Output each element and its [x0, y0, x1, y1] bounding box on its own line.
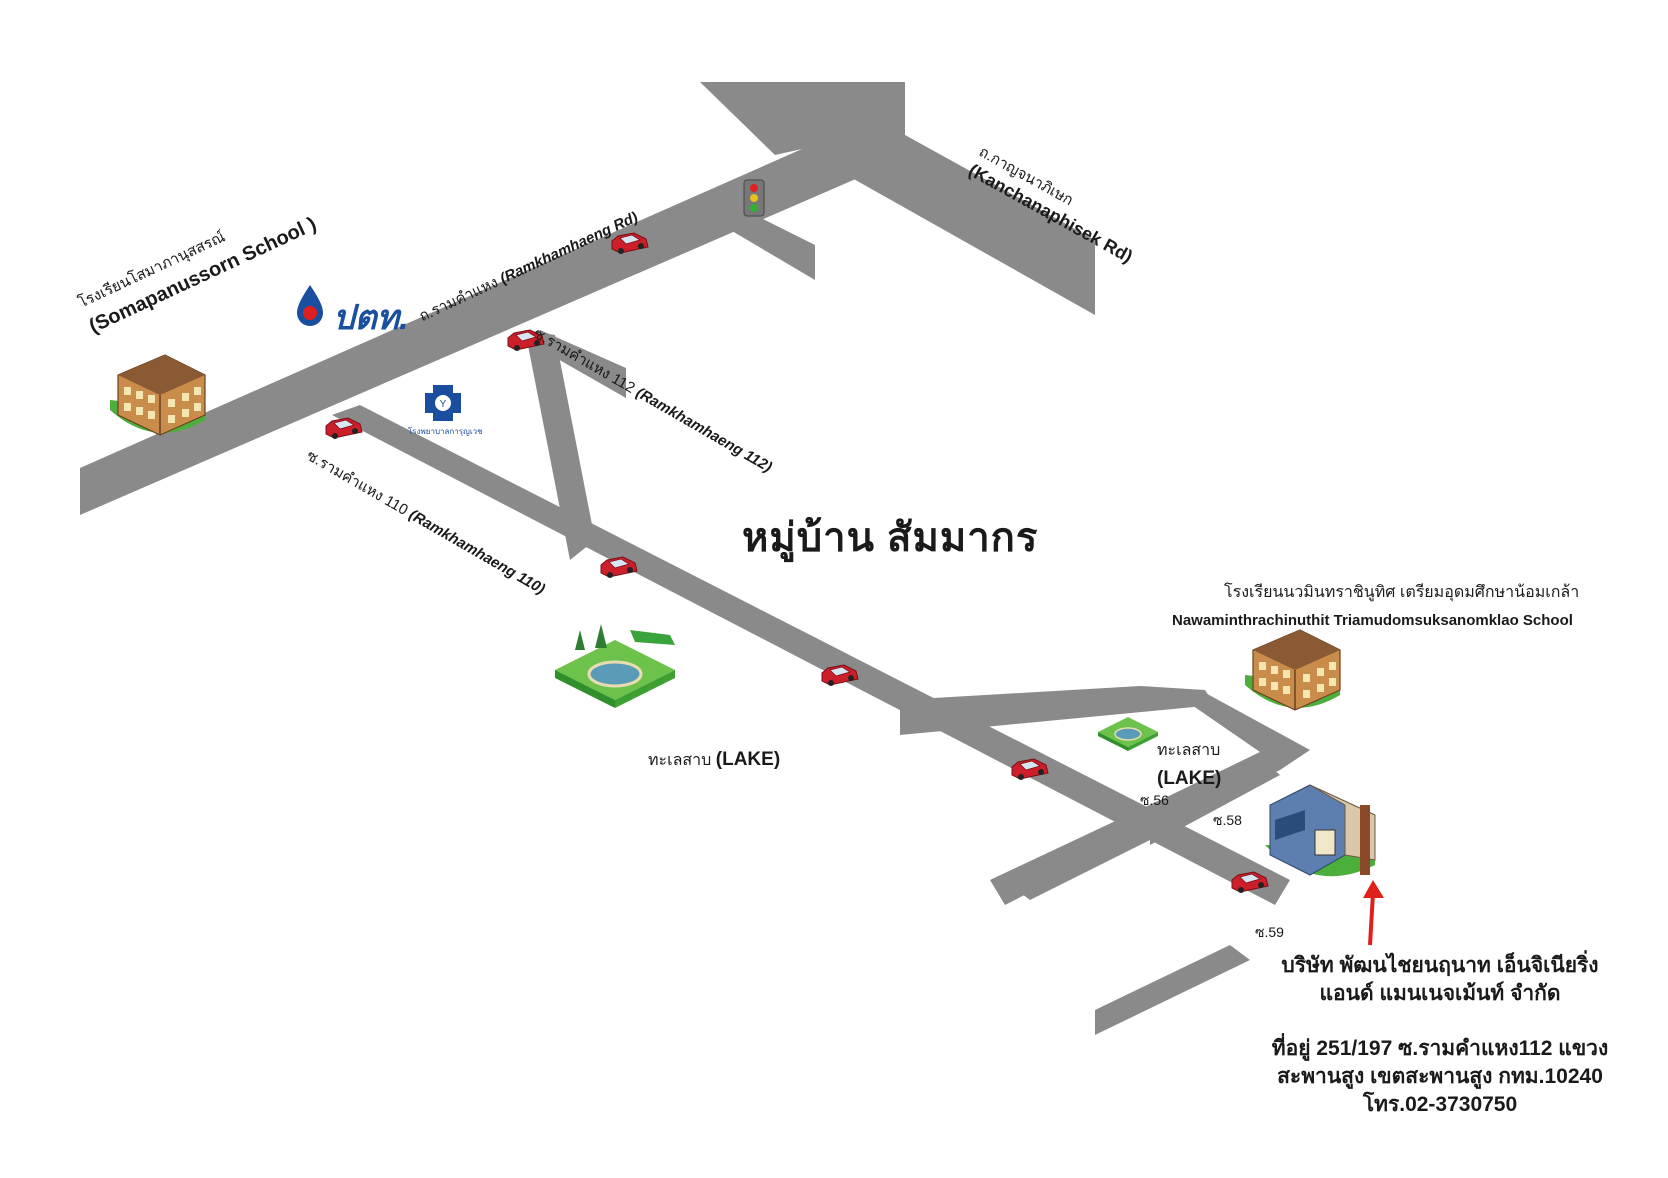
house-icon: [1265, 784, 1376, 877]
company-address: ที่อยู่ 251/197 ซ.รามคำแหง112 แขวง สะพาน…: [1225, 1035, 1655, 1119]
road-loop-north: [900, 686, 1215, 735]
address-line1: ที่อยู่ 251/197 ซ.รามคำแหง112 แขวง: [1271, 1037, 1609, 1060]
ptt-logo-text: ปตท.: [333, 299, 409, 337]
hospital-logo-icon: Y: [425, 385, 461, 421]
label-nawamin-en: Nawaminthrachinuthit Triamudomsuksanomkl…: [1172, 612, 1573, 629]
school-building-icon: [109, 354, 206, 436]
label-lake-1: ทะเลสาบ (LAKE): [648, 748, 780, 773]
label-soi-58: ซ.58: [1213, 812, 1242, 828]
address-line2: สะพานสูง เขตสะพานสูง กทม.10240: [1277, 1065, 1603, 1088]
label-soi-59: ซ.59: [1255, 924, 1284, 940]
road-network: [80, 82, 1310, 1035]
lake-name-en: (LAKE): [715, 749, 781, 770]
lake-name-th: ทะเลสาบ: [648, 752, 712, 769]
phone-number: โทร.02-3730750: [1362, 1093, 1518, 1116]
park-lake-icon: [553, 624, 677, 710]
park-lake-icon: [1097, 716, 1159, 752]
company-name-line2: แอนด์ แมนเนจเม้นท์ จำกัด: [1319, 982, 1561, 1005]
company-name-line1: บริษัท พัฒนไชยนฤนาท เอ็นจิเนียริ่ง: [1281, 954, 1599, 977]
company-name: บริษัท พัฒนไชยนฤนาท เอ็นจิเนียริ่ง แอนด์…: [1240, 952, 1640, 1008]
location-arrow-icon: [1363, 880, 1384, 946]
label-soi-56: ซ.56: [1140, 792, 1169, 808]
map-title: หมู่บ้าน สัมมากร: [742, 516, 1039, 560]
label-lake-2: ทะเลสาบ (LAKE): [1157, 737, 1221, 793]
road-cross-56: [990, 800, 1170, 905]
lake-name-th: ทะเลสาบ: [1157, 742, 1221, 759]
road-ramkhamhaeng: [80, 130, 865, 515]
road-soi-59: [1095, 945, 1250, 1035]
lake-name-en: (LAKE): [1157, 768, 1222, 789]
svg-text:Y: Y: [440, 399, 447, 410]
road-kanchanaphisek: [725, 82, 1095, 315]
road-soi-112: [525, 330, 595, 560]
road-soi-110: [332, 405, 1290, 905]
ptt-logo-icon: [297, 285, 323, 326]
road-spur-top: [710, 205, 815, 280]
road-kanchanaphisek-north: [700, 82, 820, 155]
label-nawamin-th: โรงเรียนนวมินทราชินูทิศ เตรียมอุดมศึกษาน…: [1224, 584, 1580, 601]
school-building-icon: [1244, 629, 1341, 711]
hospital-logo-text: โรงพยาบาลการุญเวช: [408, 427, 483, 436]
traffic-light-icon: [743, 179, 765, 217]
road-soi-58: [1150, 758, 1280, 845]
